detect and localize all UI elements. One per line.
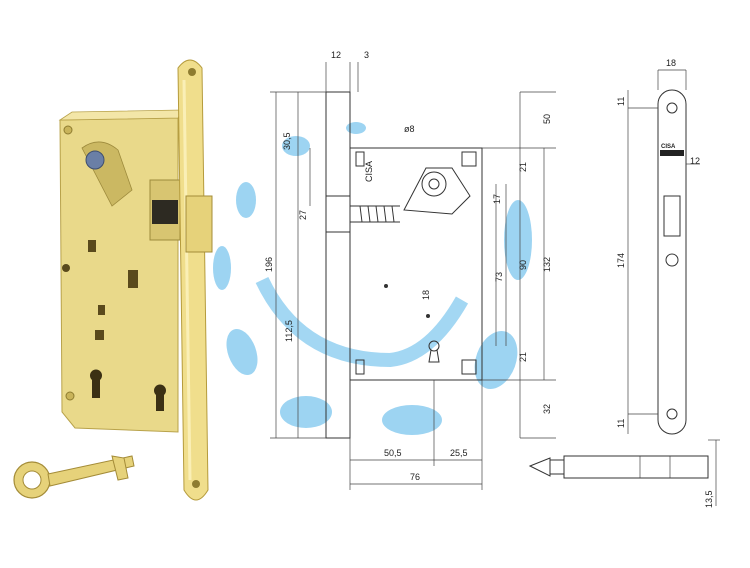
dim-27: 27 — [298, 210, 308, 220]
dim-73: 73 — [494, 272, 504, 282]
dim-12-top: 12 — [331, 50, 341, 60]
dim-21-top: 21 — [518, 162, 528, 172]
dim-17: 17 — [492, 194, 502, 204]
dim-21-bottom: 21 — [518, 352, 528, 362]
lock-photo — [13, 59, 213, 501]
dim-196: 196 — [264, 257, 274, 272]
dim-76: 76 — [410, 472, 420, 482]
faceplate-brand-label: CISA — [661, 144, 676, 150]
dim-132: 132 — [542, 257, 552, 272]
dim-18: 18 — [421, 290, 431, 300]
pin-dim-13-5: 13,5 — [704, 490, 714, 508]
dim-50-5: 50,5 — [384, 448, 402, 458]
dim-phi8: ø8 — [404, 124, 415, 134]
dim-90: 90 — [518, 260, 528, 270]
side-dim-12: 12 — [690, 156, 700, 166]
side-dim-18: 18 — [666, 58, 676, 68]
side-dim-11-bottom: 11 — [616, 419, 626, 428]
dim-30-5: 30,5 — [282, 132, 292, 150]
svg-text:CISA: CISA — [364, 161, 374, 182]
side-dim-11-top: 11 — [616, 97, 626, 106]
side-view-drawing: CISA 18 11 12 174 11 — [616, 58, 700, 435]
watermark — [213, 122, 532, 435]
dim-3-top: 3 — [364, 50, 369, 60]
dim-50: 50 — [542, 114, 552, 124]
dim-25-5: 25,5 — [450, 448, 468, 458]
front-view-drawing: CISA 12 3 30,5 27 196 112,5 ø8 17 21 73 … — [264, 50, 556, 490]
dim-112-5: 112,5 — [284, 320, 294, 342]
key-icon — [13, 455, 135, 499]
side-dim-174: 174 — [616, 253, 626, 268]
dim-32: 32 — [542, 404, 552, 414]
pin-detail-drawing: 13,5 — [528, 439, 720, 508]
